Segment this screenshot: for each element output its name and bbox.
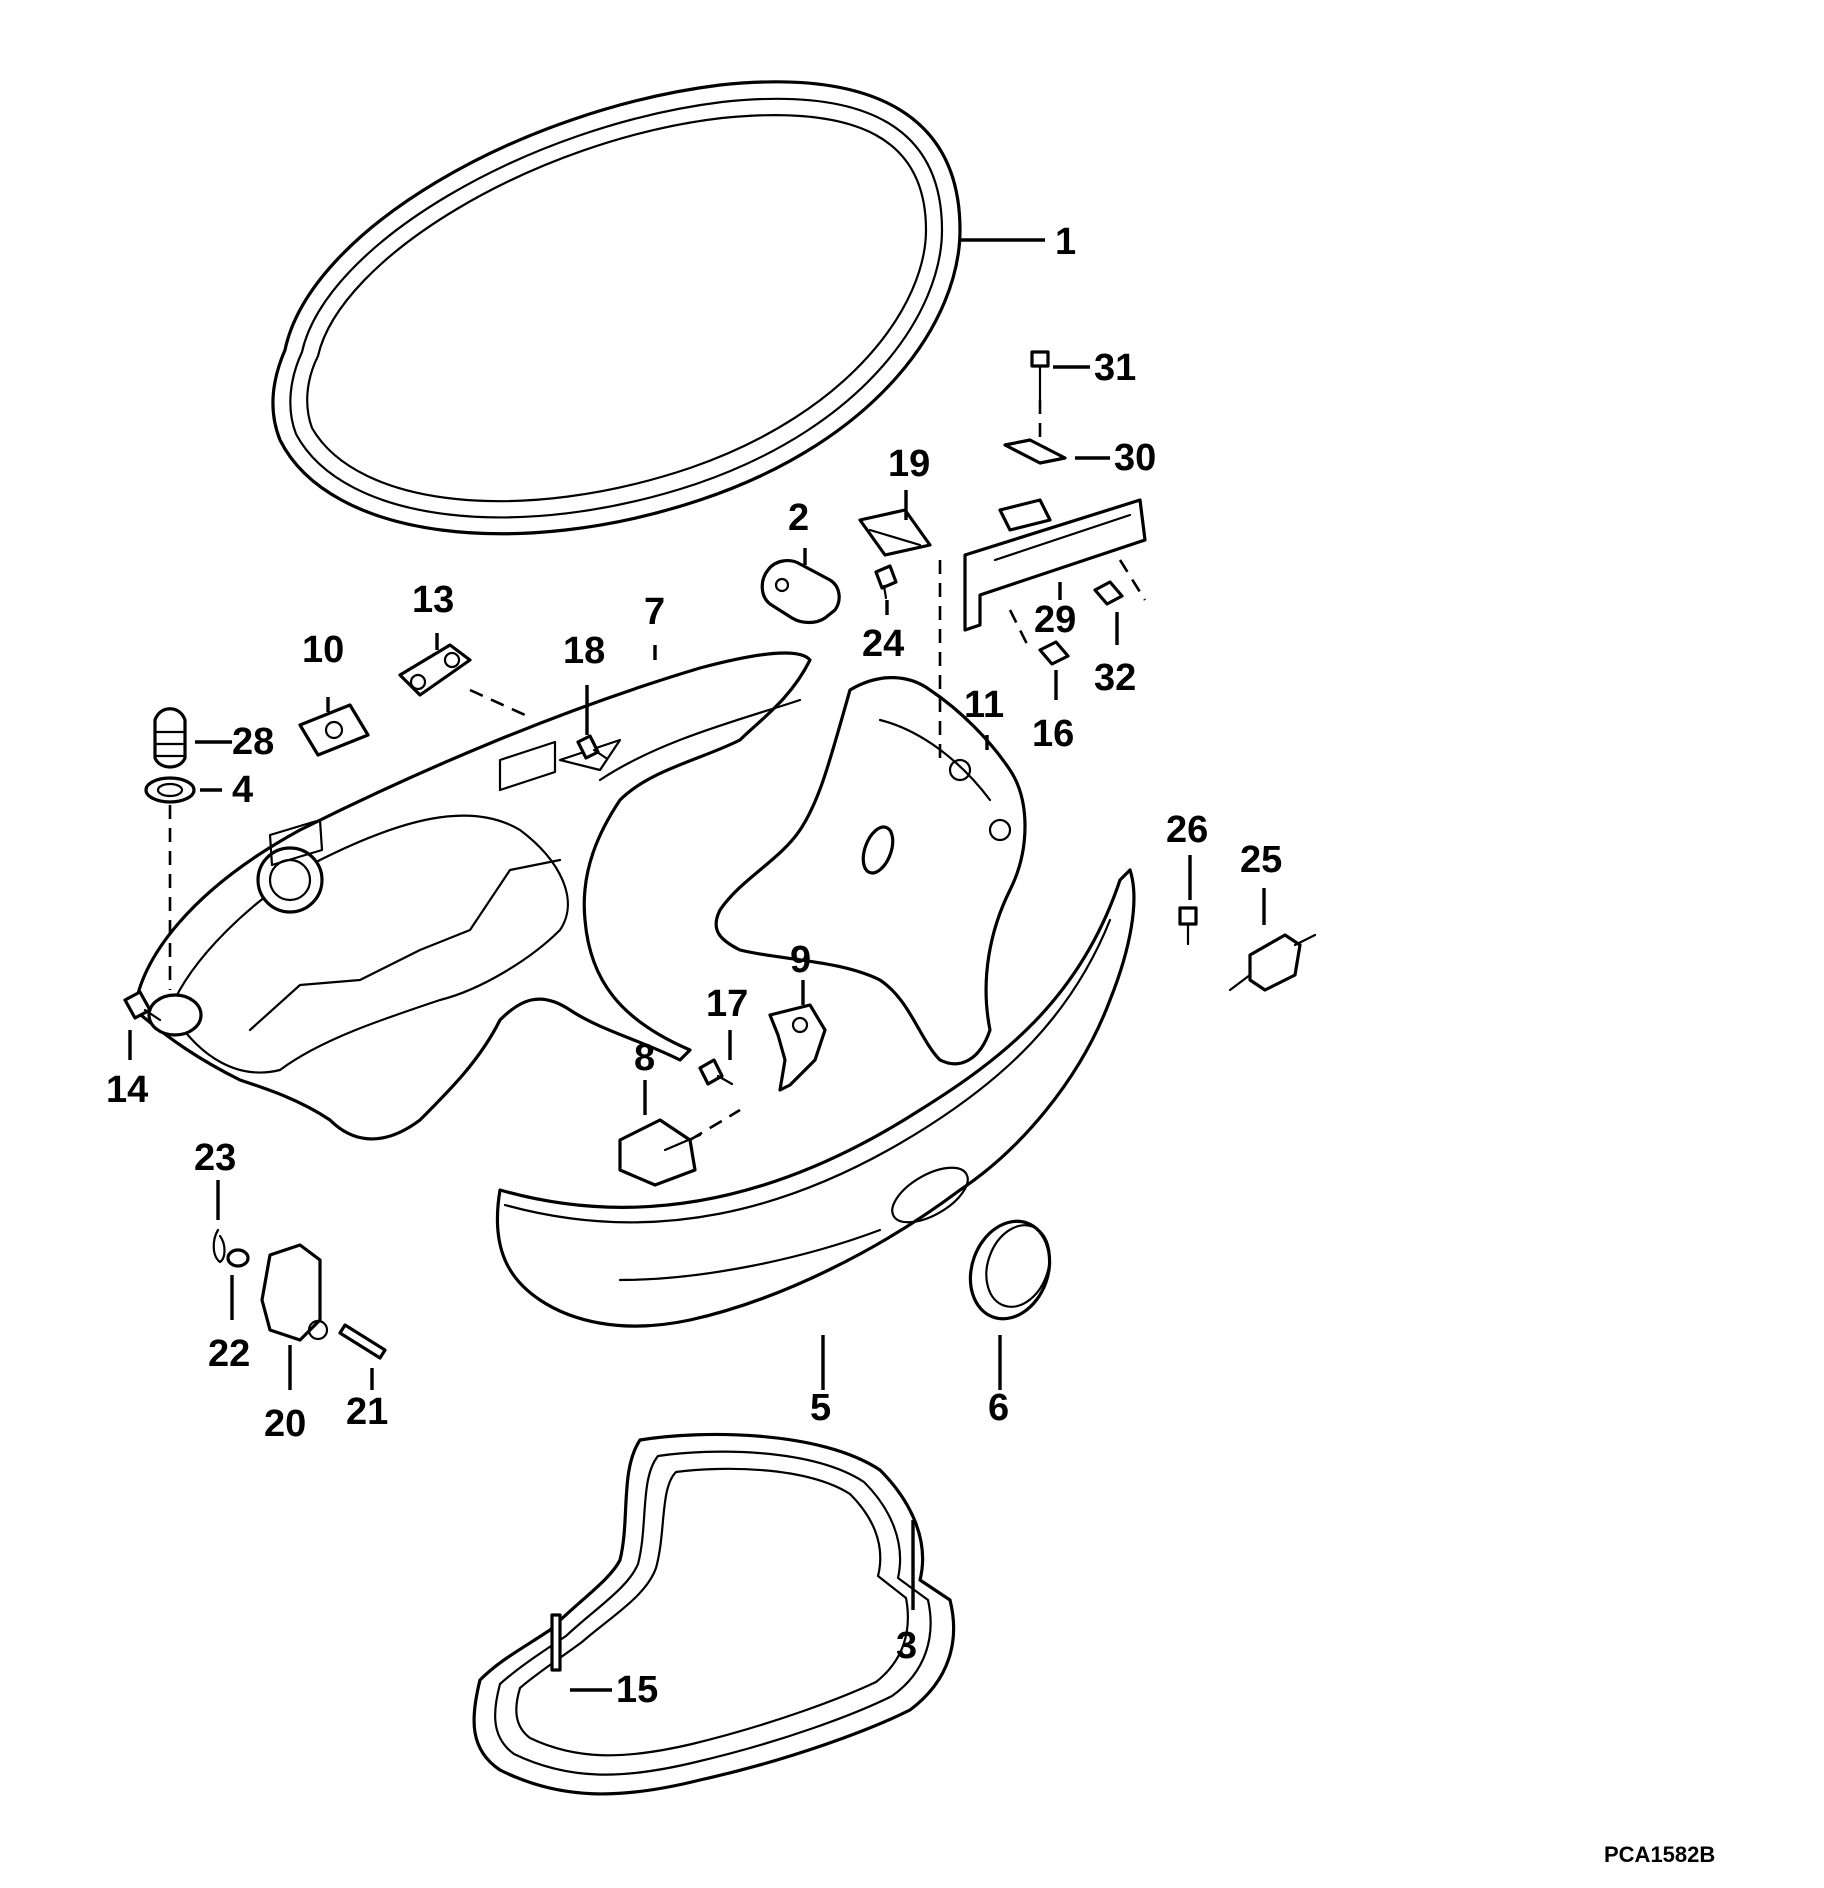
part-10-plate (298, 703, 370, 757)
callout-14: 14 (106, 1069, 148, 1111)
reference-code: PCA1582B (1604, 1842, 1715, 1867)
part-29-hinge-bracket (963, 498, 1147, 632)
part-4-washer (144, 776, 196, 804)
callout-9: 9 (790, 939, 811, 981)
callout-labels: 1 2 3 4 5 6 7 8 9 10 11 13 14 15 16 17 1… (106, 221, 1282, 1711)
callout-2: 2 (788, 497, 809, 539)
part-14-screw (123, 990, 162, 1022)
part-13-bracket (398, 643, 472, 697)
callout-19: 19 (888, 443, 930, 485)
callout-5: 5 (810, 1387, 831, 1429)
callout-11: 11 (964, 684, 1004, 726)
callout-25: 25 (1240, 839, 1282, 881)
callout-7: 7 (644, 591, 665, 633)
callout-10: 10 (302, 629, 344, 671)
part-20-latch-handle (260, 1243, 329, 1342)
callout-16: 16 (1032, 713, 1074, 755)
callout-6: 6 (988, 1387, 1009, 1429)
callout-1: 1 (1055, 221, 1076, 263)
callout-22: 22 (208, 1333, 250, 1375)
callout-15: 15 (616, 1669, 658, 1711)
part-22-washer (226, 1248, 250, 1268)
part-17-screw (698, 1058, 734, 1086)
part-30-plate (1003, 438, 1067, 465)
part-24-screw (874, 564, 898, 600)
callout-18: 18 (563, 630, 605, 672)
part-21-pin (338, 1323, 387, 1360)
callout-8: 8 (634, 1037, 655, 1079)
part-31-bolt (1030, 350, 1050, 402)
callout-29: 29 (1034, 599, 1076, 641)
part-11-cowl-half-right (714, 676, 1027, 1066)
part-26-screw (1178, 906, 1198, 946)
leader-lines (128, 238, 1266, 1692)
part-18-screw (576, 734, 608, 760)
callout-17: 17 (706, 983, 748, 1025)
callout-24: 24 (862, 623, 904, 665)
callout-20: 20 (264, 1403, 306, 1445)
callout-4: 4 (232, 769, 253, 811)
part-15-pin (550, 1613, 562, 1672)
part-8-latch (618, 1118, 702, 1187)
callout-21: 21 (346, 1391, 388, 1433)
part-9-hinge-arm (768, 1003, 827, 1092)
part-1-top-seal (271, 80, 962, 536)
part-23-clip (212, 1228, 226, 1264)
part-16-nut (1038, 640, 1070, 666)
callout-26: 26 (1166, 809, 1208, 851)
part-19-hinge-bracket (858, 508, 932, 557)
part-2-latch-plate (760, 559, 841, 625)
part-32-nut (1093, 580, 1124, 606)
callout-28: 28 (232, 721, 274, 763)
part-6-plug (968, 1219, 1052, 1321)
callout-3: 3 (896, 1625, 917, 1667)
callout-32: 32 (1094, 657, 1136, 699)
callout-30: 30 (1114, 437, 1156, 479)
callout-23: 23 (194, 1137, 236, 1179)
callout-13: 13 (412, 579, 454, 621)
callout-31: 31 (1094, 347, 1136, 389)
part-25-fuel-connector (1228, 933, 1317, 992)
part-3-bottom-seal (472, 1432, 956, 1796)
part-28-grommet (153, 707, 187, 769)
part-5-lower-cowl (495, 868, 1136, 1328)
assembly-lines (168, 400, 1147, 1142)
